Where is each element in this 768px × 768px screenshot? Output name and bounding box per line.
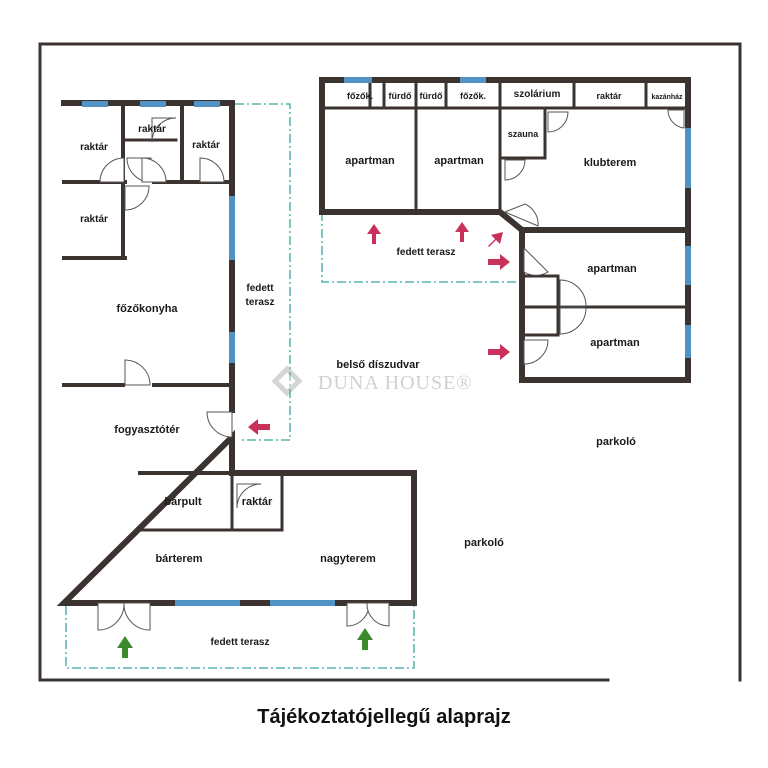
room-label-szolarium: szolárium [514, 89, 561, 100]
area-label-fedett-terasz: fedett terasz [397, 247, 456, 258]
room-label-klubterem: klubterem [584, 157, 637, 169]
watermark: DUNA HOUSE® [271, 365, 473, 397]
area-label-fedett-terasz: terasz [246, 297, 275, 308]
room-label-raktar: raktár [192, 140, 220, 151]
room-label-raktar: raktár [138, 124, 166, 135]
area-label-parkolo: parkoló [464, 537, 504, 549]
arrow-icon [248, 419, 270, 435]
plan-caption: Tájékoztatójellegű alaprajz [257, 706, 511, 728]
room-label-nagyterem: nagyterem [320, 553, 376, 565]
area-labels: fedett terasz fedett terasz fedett teras… [211, 247, 637, 648]
doors [97, 109, 685, 631]
room-label-furdo: fürdő [389, 91, 412, 101]
property-boundary [38, 42, 742, 682]
arrow-icon [455, 222, 469, 242]
arrow-icon [357, 628, 373, 650]
room-label-fozok: főzők. [347, 91, 373, 101]
room-label-raktar: raktár [596, 91, 622, 101]
room-label-apartman: apartman [345, 155, 395, 167]
arrow-icon [367, 224, 381, 244]
room-label-szauna: szauna [508, 129, 540, 139]
room-label-fozokonyha: főzőkonyha [116, 303, 178, 315]
right-building [319, 77, 691, 383]
room-label-kazanhaz: kazánház [651, 94, 683, 101]
arrow-icon [488, 254, 510, 270]
room-label-raktar: raktár [80, 142, 108, 153]
arrow-icon [117, 636, 133, 658]
windows [82, 77, 691, 606]
arrow-icon [488, 232, 503, 247]
room-labels: raktár raktár raktár raktár főzőkonyha f… [80, 89, 683, 565]
covered-terrace-boundaries [65, 103, 520, 669]
area-label-fedett-terasz: fedett [246, 283, 274, 294]
room-label-apartman: apartman [434, 155, 484, 167]
room-label-barpult: bárpult [164, 496, 202, 508]
watermark-text: DUNA HOUSE® [318, 372, 473, 394]
room-label-apartman: apartman [590, 337, 640, 349]
house-logo-icon [271, 365, 303, 397]
room-label-furdo: fürdő [420, 91, 443, 101]
room-label-barterem: bárterem [155, 553, 202, 565]
room-label-raktar: raktár [242, 496, 273, 508]
area-label-parkolo: parkoló [596, 436, 636, 448]
room-label-fogyasztoter: fogyasztótér [114, 424, 180, 436]
area-label-belso-diszudvar: belső díszudvar [336, 359, 420, 371]
room-label-fozok: főzők. [460, 91, 486, 101]
room-label-apartman: apartman [587, 263, 637, 275]
area-label-fedett-terasz: fedett terasz [211, 637, 270, 648]
entrance-arrows [117, 222, 510, 658]
arrow-icon [488, 344, 510, 360]
left-building [56, 100, 417, 606]
room-label-raktar: raktár [80, 214, 108, 225]
